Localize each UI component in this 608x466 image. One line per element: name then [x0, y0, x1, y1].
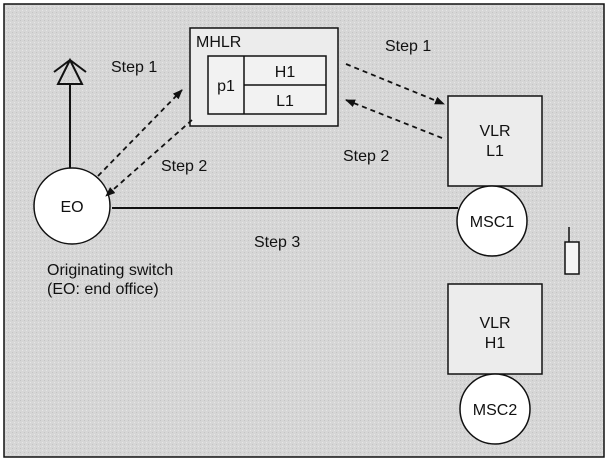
- vlr-h1-box: VLR H1: [447, 283, 543, 375]
- mhlr-title: MHLR: [196, 34, 241, 51]
- msc1-node: MSC1: [456, 185, 528, 257]
- vlr-h1-line2: H1: [485, 335, 506, 352]
- step2-arrow-mhlr-to-eo: [105, 119, 193, 197]
- msc1-label: MSC1: [470, 214, 515, 231]
- mhlr-box: MHLR p1 H1 L1: [189, 27, 339, 127]
- step1-left-label: Step 1: [111, 59, 157, 76]
- msc2-label: MSC2: [473, 402, 518, 419]
- step2-right-label: Step 2: [343, 148, 389, 165]
- step3-label: Step 3: [254, 234, 300, 251]
- eo-caption-line1: Originating switch: [47, 262, 173, 279]
- vlr-l1-line2: L1: [486, 143, 504, 160]
- vlr-h1-line1: VLR: [479, 315, 510, 332]
- mobile-phone-icon: [564, 227, 580, 275]
- mhlr-home-value: H1: [275, 64, 296, 81]
- mhlr-record-key: p1: [217, 78, 235, 95]
- msc2-node: MSC2: [459, 373, 531, 445]
- step1-arrow-eo-to-mhlr: [97, 89, 183, 177]
- step1-right-label: Step 1: [385, 38, 431, 55]
- antenna-icon: [53, 57, 87, 168]
- eo-caption-line2: (EO: end office): [47, 281, 159, 298]
- step2-left-label: Step 2: [161, 158, 207, 175]
- vlr-l1-box: VLR L1: [447, 95, 543, 187]
- eo-label: EO: [60, 199, 83, 216]
- eo-node: EO: [33, 167, 111, 245]
- vlr-l1-line1: VLR: [479, 123, 510, 140]
- mhlr-location-value: L1: [276, 93, 294, 110]
